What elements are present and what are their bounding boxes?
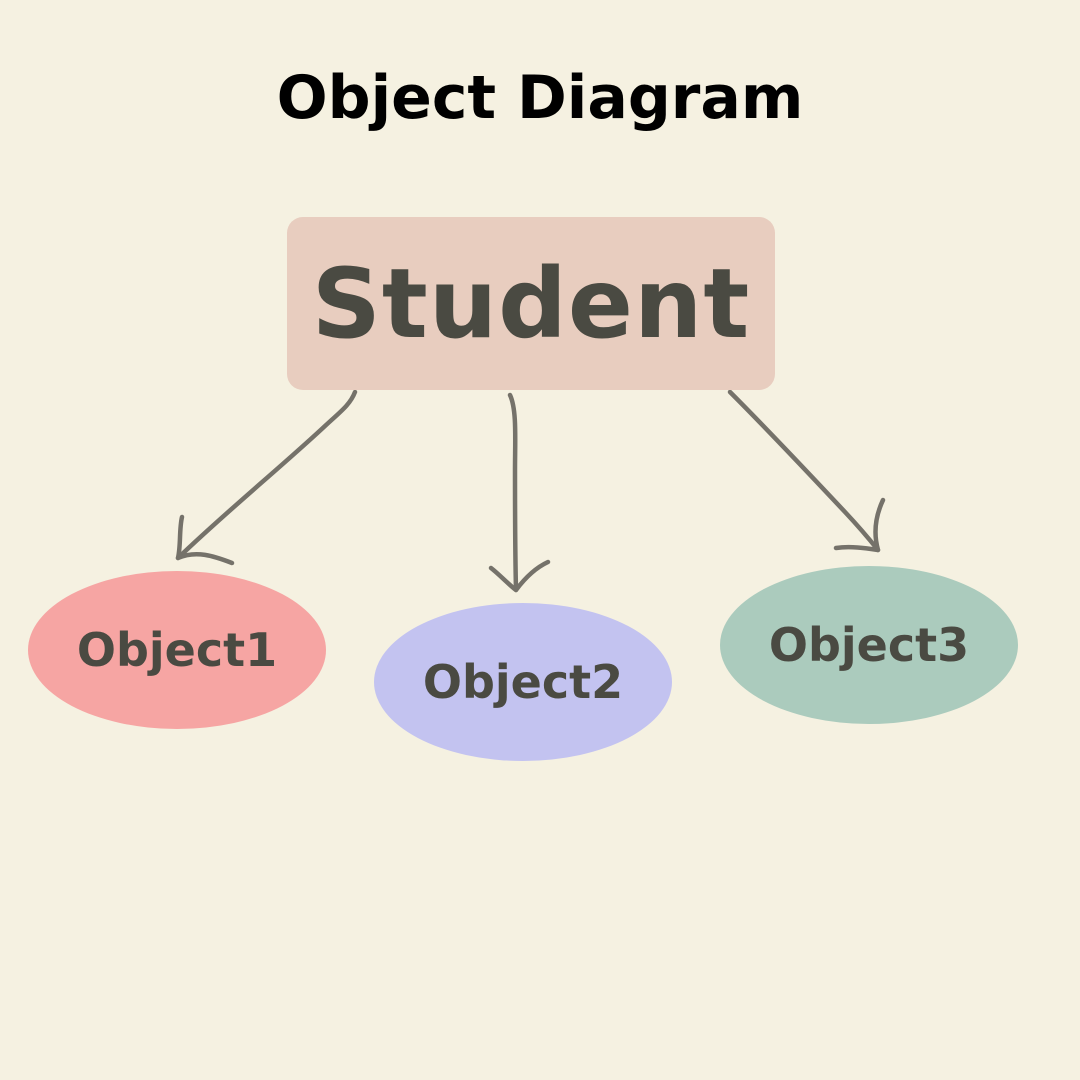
arrow-to-object1: [175, 389, 358, 566]
object-node-1: Object1: [28, 571, 326, 729]
arrow-head: [488, 559, 551, 593]
object-label: Object2: [422, 655, 624, 709]
arrow-head: [175, 514, 235, 566]
arrow-line: [507, 392, 519, 593]
diagram-title: Object Diagram: [276, 63, 804, 133]
object-label: Object3: [768, 618, 970, 672]
arrow-head: [833, 497, 886, 553]
object-node-3: Object3: [720, 566, 1018, 724]
object-node-2: Object2: [374, 603, 672, 761]
object-label: Object1: [76, 623, 278, 677]
class-label: Student: [311, 247, 751, 360]
arrow-to-object2: [488, 392, 551, 593]
arrow-line: [175, 389, 358, 561]
class-node-student: Student: [287, 217, 775, 390]
arrow-line: [727, 389, 881, 553]
arrow-to-object3: [727, 389, 886, 553]
